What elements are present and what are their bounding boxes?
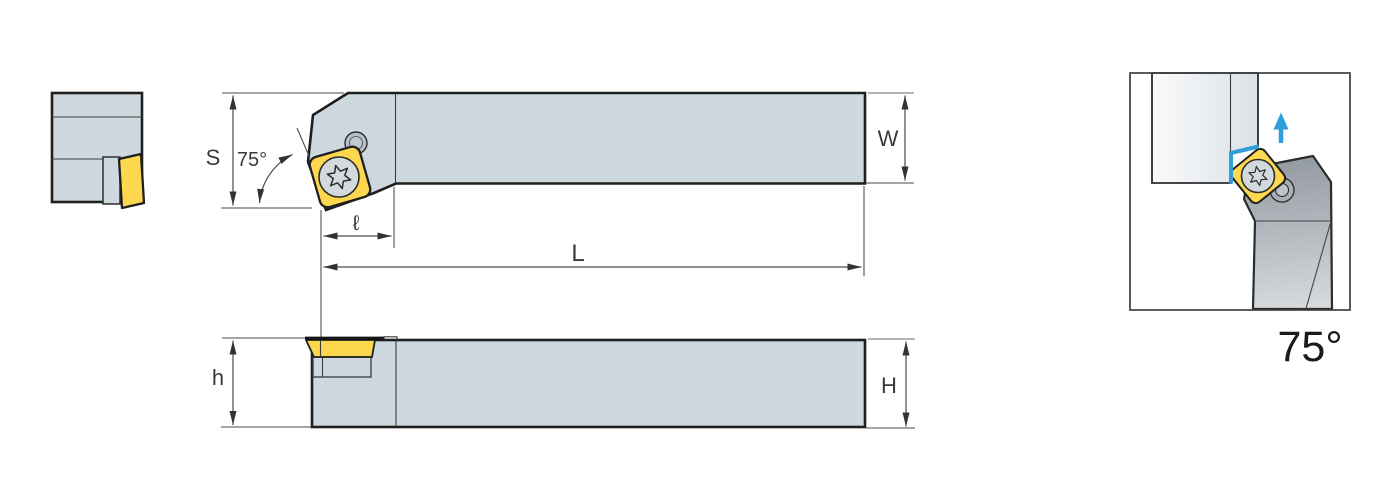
- end-view-pocket: [102, 156, 121, 205]
- end-view-shank: [50, 91, 144, 204]
- cutting-edge-highlight: [1229, 144, 1259, 184]
- side-view: [305, 336, 867, 429]
- side-view-insert: [305, 339, 376, 358]
- top-view: [306, 91, 867, 212]
- approach-angle-arc: [257, 153, 293, 204]
- edge-length-label: ℓ: [353, 212, 360, 235]
- approach-angle-label: 75°: [237, 149, 267, 171]
- side-view-body: [310, 338, 867, 429]
- h-label: h: [212, 365, 224, 390]
- top-view-body: [306, 91, 867, 212]
- cutting-detail-view: 75°: [1129, 72, 1351, 371]
- end-view: [50, 91, 146, 210]
- detail-chamfer-line: [1305, 222, 1332, 309]
- detail-approach-angle-label: 75°: [1277, 323, 1342, 371]
- cutting-edge-extension-line: [296, 127, 310, 157]
- detail-box-border: [1129, 72, 1351, 311]
- side-view-dimensions: h H: [212, 337, 915, 429]
- feed-direction-arrow-head: [1273, 112, 1289, 130]
- cap-h-label: H: [881, 373, 897, 398]
- end-view-insert: [117, 152, 146, 210]
- length-label: L: [571, 240, 584, 267]
- w-label: W: [878, 126, 899, 151]
- s-label: S: [206, 145, 221, 170]
- side-view-clamp-notch: [383, 336, 398, 340]
- top-view-dimensions: S 75° W ℓ L: [206, 92, 914, 337]
- side-view-pocket: [312, 356, 372, 378]
